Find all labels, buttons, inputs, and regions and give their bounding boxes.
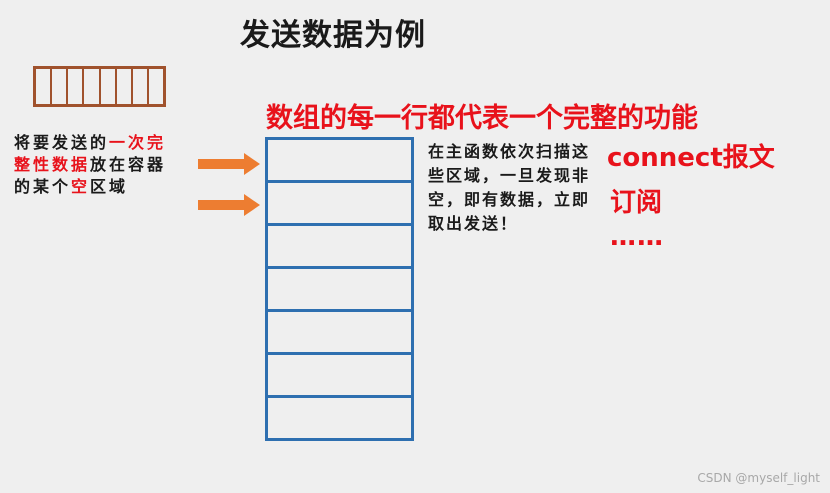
array-row — [268, 312, 411, 355]
scan-description: 在主函数依次扫描这些区域，一旦发现非空，即有数据，立即取出发送！ — [428, 142, 591, 233]
left-text-part1: 将要发送的 — [14, 133, 110, 152]
small-array-cell — [84, 69, 101, 104]
left-text-highlight: 一次完整性数据 — [14, 133, 167, 174]
small-array-cell — [101, 69, 117, 104]
message-ellipsis: …… — [610, 222, 664, 252]
array-row — [268, 269, 411, 312]
headline: 数组的每一行都代表一个完整的功能 — [266, 103, 698, 134]
small-array-cell — [149, 69, 163, 104]
left-description: 将要发送的一次完整性数据放在容器的某个空区域 — [14, 132, 182, 198]
left-text-part3: 放在容器的某个 — [14, 155, 167, 196]
arrow-right-icon — [198, 194, 260, 216]
small-array-cell — [52, 69, 69, 104]
arrow-right-icon — [198, 153, 260, 175]
array-row — [268, 398, 411, 438]
small-array-cell — [36, 69, 53, 104]
array-row — [268, 226, 411, 269]
small-array-cell — [133, 69, 149, 104]
small-array-cell — [117, 69, 133, 104]
array-container — [265, 137, 414, 441]
array-row — [268, 140, 411, 183]
array-row — [268, 183, 411, 226]
slide-title: 发送数据为例 — [240, 18, 426, 53]
small-array-cell — [68, 69, 85, 104]
message-connect: connect报文 — [607, 143, 775, 173]
left-text-part5: 区域 — [90, 177, 129, 196]
small-array-diagram — [33, 66, 166, 107]
array-row — [268, 355, 411, 398]
watermark: CSDN @myself_light — [697, 471, 820, 485]
left-text-empty-highlight: 空 — [71, 177, 91, 196]
message-subscribe: 订阅 — [610, 188, 663, 218]
